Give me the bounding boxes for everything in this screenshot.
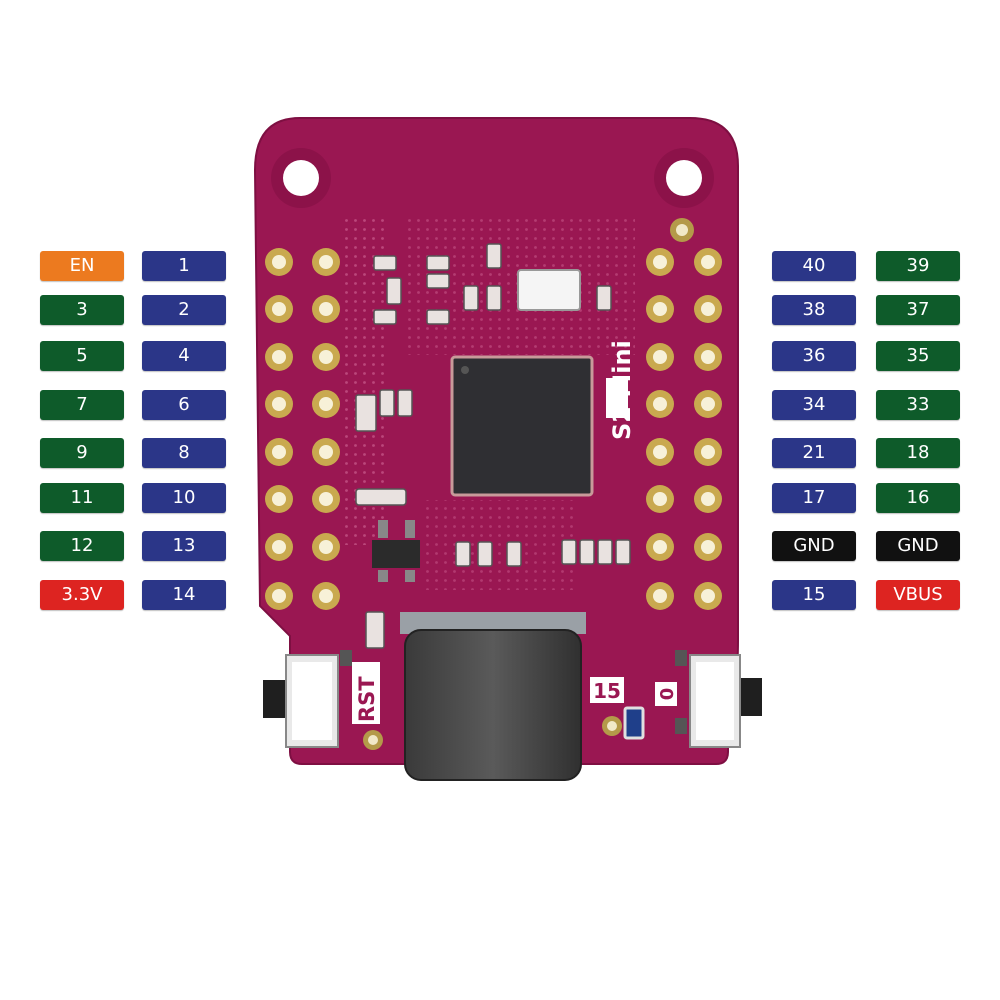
- pin-label-left-outer: 3.3V: [40, 580, 124, 610]
- pin-label-right-inner: 34: [772, 390, 856, 420]
- header-pin: [694, 582, 722, 610]
- header-pin: [265, 582, 293, 610]
- pin-label-left-outer: EN: [40, 251, 124, 281]
- header-pin: [265, 438, 293, 466]
- pin-label-left-outer: 11: [40, 483, 124, 513]
- pin-label-left-inner: 1: [142, 251, 226, 281]
- header-pin: [312, 485, 340, 513]
- pin-label-left-outer: 5: [40, 341, 124, 371]
- header-pin: [265, 485, 293, 513]
- header-pin: [694, 248, 722, 276]
- pin-label-left-outer: 12: [40, 531, 124, 561]
- header-pin: [694, 438, 722, 466]
- mounting-hole: [271, 148, 331, 208]
- usb-c-connector: [400, 612, 586, 781]
- header-pin: [265, 390, 293, 418]
- rst-silkscreen: RST: [352, 662, 380, 724]
- test-pad: [670, 218, 694, 242]
- header-pin: [312, 248, 340, 276]
- test-pad: [363, 730, 383, 750]
- rst-button: [263, 654, 339, 748]
- header-pin: [265, 533, 293, 561]
- pin-label-left-outer: 7: [40, 390, 124, 420]
- header-pin: [265, 248, 293, 276]
- header-pin: [646, 438, 674, 466]
- header-pin: [646, 582, 674, 610]
- pin-label-right-inner: 17: [772, 483, 856, 513]
- pin-label-left-inner: 2: [142, 295, 226, 325]
- boot-label: 0: [657, 688, 678, 701]
- header-pin: [694, 390, 722, 418]
- pin-label-left-inner: 4: [142, 341, 226, 371]
- pin-label-left-outer: 9: [40, 438, 124, 468]
- pin-label-right-outer: 37: [876, 295, 960, 325]
- header-pin: [646, 343, 674, 371]
- header-pin: [646, 533, 674, 561]
- header-pin: [312, 438, 340, 466]
- pin-label-right-outer: 18: [876, 438, 960, 468]
- voltage-regulator: [372, 520, 420, 582]
- mounting-hole: [654, 148, 714, 208]
- rst-label: RST: [355, 676, 379, 722]
- pin-label-right-outer: 33: [876, 390, 960, 420]
- pin-label-left-inner: 6: [142, 390, 226, 420]
- pin-label-right-inner: GND: [772, 531, 856, 561]
- pin-label-left-inner: 10: [142, 483, 226, 513]
- pin-label-left-outer: 3: [40, 295, 124, 325]
- header-pin: [312, 582, 340, 610]
- header-pin: [694, 295, 722, 323]
- header-pin: [646, 248, 674, 276]
- pin-label-right-inner: 40: [772, 251, 856, 281]
- model-silkscreen: S2 Mini: [606, 340, 636, 440]
- pin-label-right-inner: 15: [772, 580, 856, 610]
- header-pin: [265, 343, 293, 371]
- header-pins: [265, 248, 722, 610]
- header-pin: [265, 295, 293, 323]
- pin-label-right-inner: 21: [772, 438, 856, 468]
- pin-label-left-inner: 13: [142, 531, 226, 561]
- header-pin: [312, 295, 340, 323]
- pin-label-right-inner: 38: [772, 295, 856, 325]
- led-label: 15: [593, 679, 621, 703]
- pin-label-right-outer: 16: [876, 483, 960, 513]
- header-pin: [646, 390, 674, 418]
- pin-label-left-inner: 8: [142, 438, 226, 468]
- pin-label-right-inner: 36: [772, 341, 856, 371]
- pin-label-right-outer: GND: [876, 531, 960, 561]
- smd-components: [355, 243, 631, 649]
- via-field: [425, 500, 575, 590]
- header-pin: [312, 343, 340, 371]
- pin-label-left-inner: 14: [142, 580, 226, 610]
- boot-button: [689, 654, 762, 748]
- header-pin: [694, 343, 722, 371]
- pin-label-right-outer: VBUS: [876, 580, 960, 610]
- header-pin: [694, 533, 722, 561]
- crystal-oscillator: [517, 269, 581, 311]
- header-pin: [646, 485, 674, 513]
- model-label: S2 Mini: [608, 340, 636, 440]
- boot-silkscreen: 0: [655, 682, 678, 706]
- esp32-s2-chip: [450, 355, 594, 497]
- test-pad: [602, 716, 622, 736]
- header-pin: [694, 485, 722, 513]
- pin-label-right-outer: 35: [876, 341, 960, 371]
- header-pin: [646, 295, 674, 323]
- led-silkscreen: 15: [590, 677, 624, 703]
- header-pin: [312, 533, 340, 561]
- pin-label-right-outer: 39: [876, 251, 960, 281]
- led: [623, 706, 645, 740]
- header-pin: [312, 390, 340, 418]
